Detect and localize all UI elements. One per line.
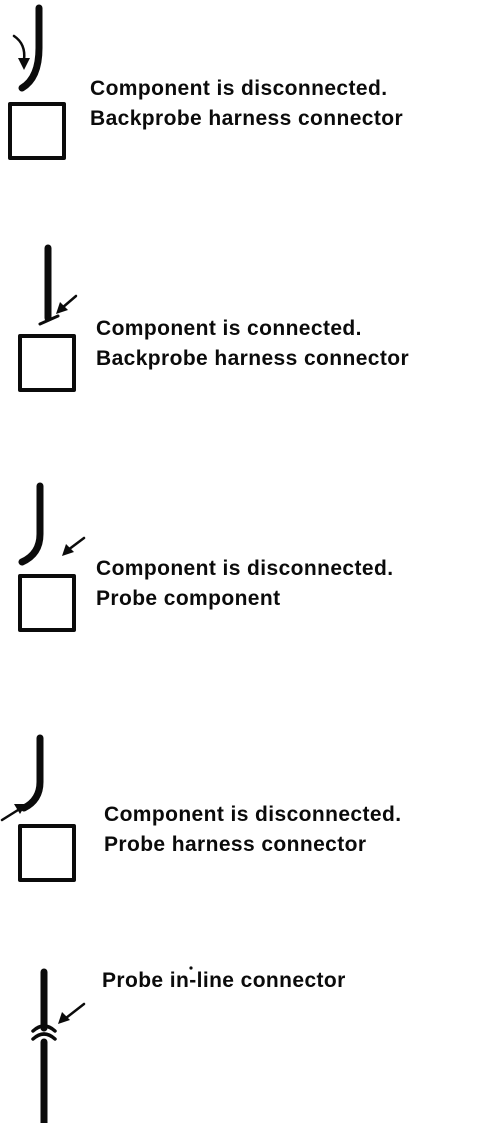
diagram-disconnected-probe-component	[18, 482, 86, 632]
probe-arrowhead	[58, 1012, 70, 1024]
panel-connected-backprobe: Component is connected. Backprobe harnes…	[0, 200, 494, 430]
diagram-probe-inline	[31, 966, 193, 1123]
connector-cap-upper	[31, 1024, 57, 1033]
wire	[18, 4, 43, 92]
caption-line-1: Component is disconnected.	[90, 77, 388, 100]
caption: Component is disconnected. Probe harness…	[104, 800, 401, 860]
connector-box	[18, 574, 76, 632]
probe-arrow	[64, 1002, 86, 1020]
wire	[20, 734, 44, 812]
panel-disconnected-probe-component: Component is disconnected. Probe compone…	[0, 430, 494, 660]
probe-arrowhead	[18, 58, 30, 70]
caption-line-2: Backprobe harness connector	[96, 347, 410, 370]
probe-arrowhead	[62, 544, 74, 556]
caption-line-1: Component is disconnected.	[96, 557, 394, 580]
probe-arrowhead	[14, 804, 26, 814]
caption-line-2: Backprobe harness connector	[90, 107, 404, 130]
diagram-disconnected-probe-harness	[0, 734, 76, 882]
panel-disconnected-backprobe: Component is disconnected. Backprobe har…	[0, 0, 494, 200]
probe-arrow	[60, 294, 78, 310]
speck	[189, 966, 193, 970]
diagram-connected-backprobe	[18, 244, 78, 392]
caption: Component is disconnected. Probe compone…	[96, 554, 393, 614]
connector-cap-lower	[31, 1032, 57, 1041]
diagram-disconnected-backprobe	[8, 4, 66, 160]
panel-disconnected-probe-harness: Component is disconnected. Probe harness…	[0, 660, 494, 910]
caption: Probe in-line connector	[102, 966, 346, 996]
caption-line-1: Probe in-line connector	[102, 969, 346, 992]
probe-arrow	[0, 808, 20, 822]
connector-box	[8, 102, 66, 160]
caption-line-2: Probe harness connector	[104, 833, 367, 856]
panel-probe-inline: Probe in-line connector	[0, 910, 494, 1123]
caption: Component is disconnected. Backprobe har…	[90, 74, 403, 134]
caption-line-1: Component is disconnected.	[104, 803, 402, 826]
caption-line-2: Probe component	[96, 587, 281, 610]
connector-box	[18, 824, 76, 882]
probe-arrowhead	[56, 302, 68, 314]
wire-seal	[38, 314, 60, 326]
wire	[18, 482, 44, 566]
probe-arrow	[66, 536, 86, 552]
caption: Component is connected. Backprobe harnes…	[96, 314, 409, 374]
caption-line-1: Component is connected.	[96, 317, 362, 340]
connector-box	[18, 334, 76, 392]
probe-arrow	[12, 34, 26, 62]
